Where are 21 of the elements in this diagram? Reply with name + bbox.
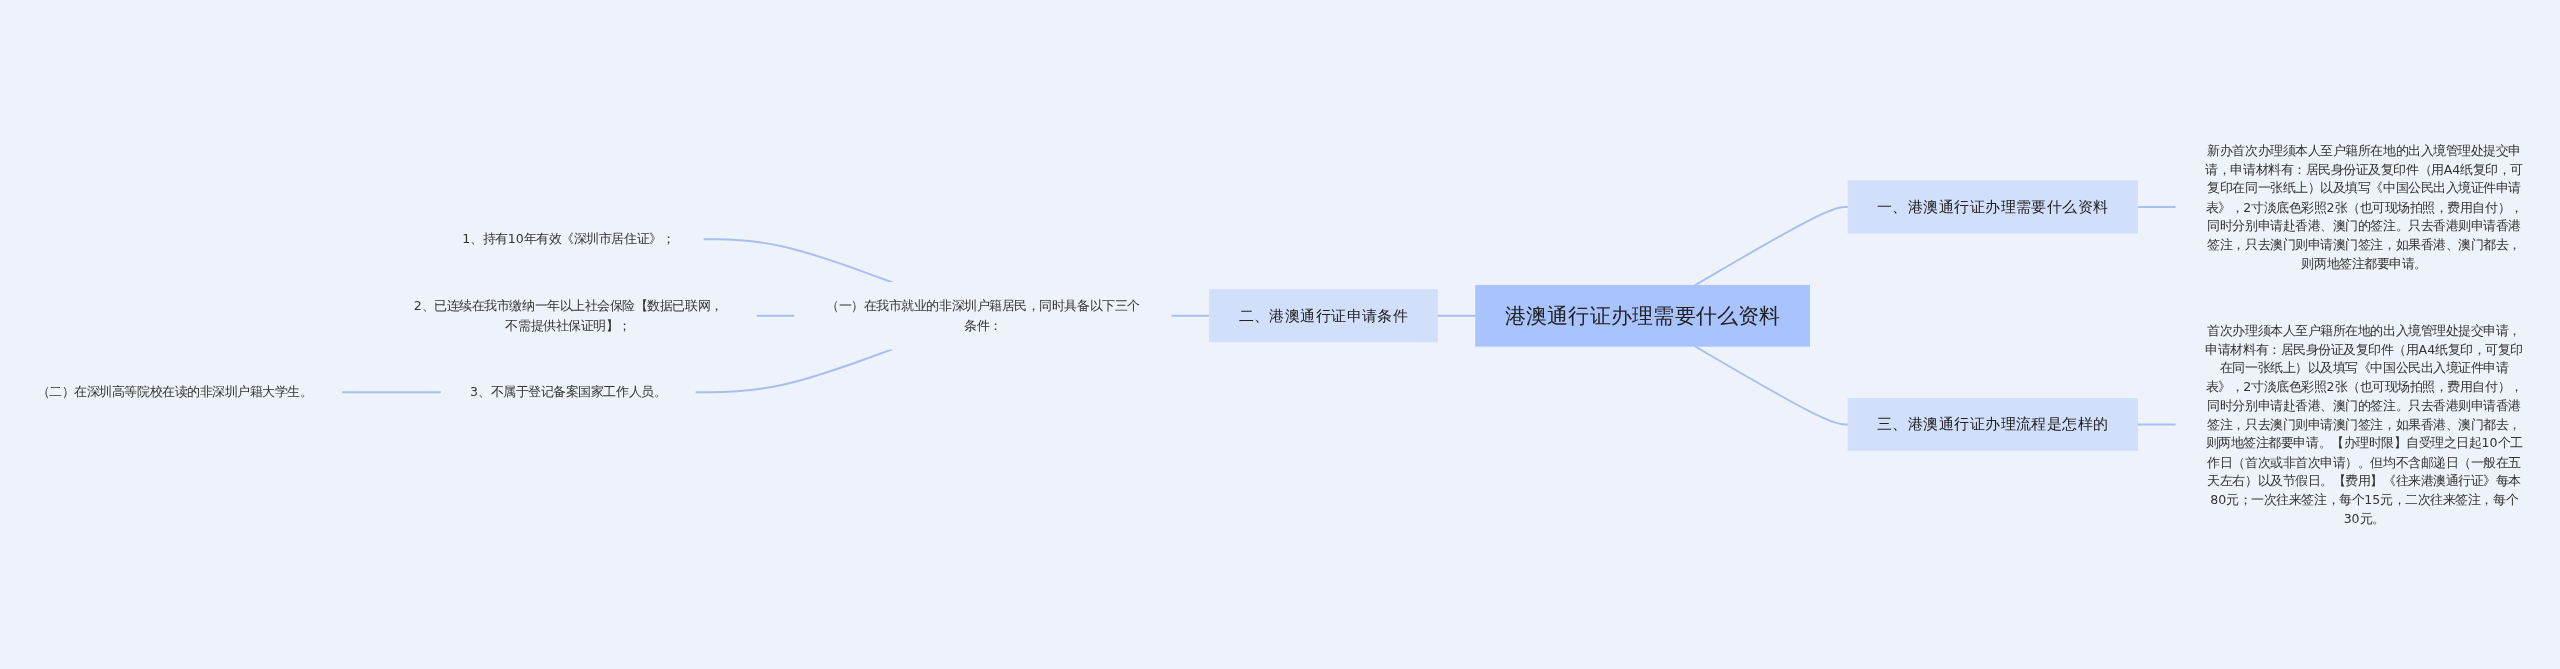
node-text: （一）在我市就业的非深圳户籍居民，同时具备以下三个条件： <box>826 298 1140 333</box>
connector <box>1170 314 1211 317</box>
connector <box>1693 345 1850 426</box>
node-text: （二）在深圳高等院校在读的非深圳户籍大学生。 <box>36 384 313 400</box>
node-text: 2、已连续在我市缴纳一年以上社会保险【数据已联网，不需提供社保证明】； <box>413 298 723 333</box>
connector <box>340 391 443 394</box>
connector <box>755 314 796 317</box>
connector <box>1693 205 1850 287</box>
node-text: 1、持有10年有效《深圳市居住证》； <box>462 231 675 247</box>
connector <box>702 238 894 284</box>
connector <box>2136 205 2178 208</box>
node-box: 一、港澳通行证办理需要什么资料 <box>1847 180 2138 234</box>
node-text: 3、不属于登记备案国家工作人员。 <box>470 384 667 400</box>
connector <box>2136 423 2178 426</box>
node-box: 三、港澳通行证办理流程是怎样的 <box>1847 397 2138 451</box>
node-box: 港澳通行证办理需要什么资料 <box>1475 284 1810 347</box>
connector <box>1436 314 1477 317</box>
connector <box>694 348 894 394</box>
node-text: 新办首次办理须本人至户籍所在地的出入境管理处提交申请，申请材料有：居民身份证及复印件（用A4纸复印，可复印在同一张纸上）以及填写《中国公民出入境证件申请表》，2寸淡底色彩照2张（也可现场拍照，费用自付），同时分别申请赴香港、澳门的签注。只去香港则申请香港签注，只去澳门则申请澳门签注，如果香港、澳门都去，则两地签注都要申请。 <box>2205 143 2523 271</box>
node-text: 首次办理须本人至户籍所在地的出入境管理处提交申请，申请材料有：居民身份证及复印件（用A4纸复印，可复印在同一张纸上）以及填写《中国公民出入境证件申请表》，2寸淡底色彩照2张（也可现场拍照，费用自付），同时分别申请赴香港、澳门的签注。只去香港则申请香港签注，只去澳门则申请澳门签注，如果香港、澳门都去，则两地签注都要申请。【办理时限】自受理之日起10个工作日（首次或非首次申请）。但均不含邮递日（一般在五天左右）以及节假日。【费用】《往来港澳通行证》每本80元；一次往来签注，每个15元，二次往来签注，每个30元。 <box>2205 322 2523 526</box>
node-box: 二、港澳通行证申请条件 <box>1209 289 1438 343</box>
